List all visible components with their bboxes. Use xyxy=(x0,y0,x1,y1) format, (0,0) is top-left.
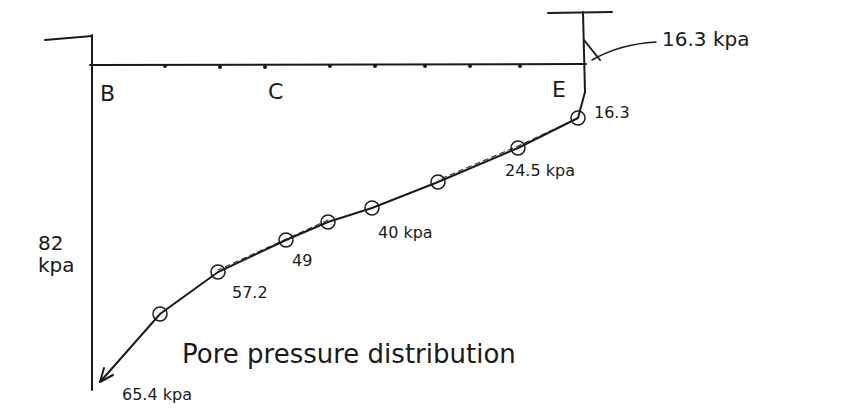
point-markers xyxy=(153,111,585,321)
point-marker xyxy=(279,233,293,247)
tick-dot xyxy=(218,65,222,69)
wall-tick xyxy=(45,36,92,40)
right-stem xyxy=(583,12,585,92)
tick-dot xyxy=(328,64,332,68)
point-letter: E xyxy=(552,78,566,102)
tick-dot xyxy=(423,64,427,68)
point-marker xyxy=(365,201,379,215)
point-marker xyxy=(153,307,167,321)
pressure-value: 57.2 xyxy=(232,284,268,302)
pressure-value: 16.3 xyxy=(594,104,630,122)
arrow-head xyxy=(100,368,113,382)
leader-line xyxy=(592,42,656,60)
vertical-wall xyxy=(91,35,93,390)
point-marker xyxy=(511,141,525,155)
water-level-bar xyxy=(548,12,612,13)
tick-dot xyxy=(468,64,472,68)
tick-dot xyxy=(163,64,167,68)
pressure-value: 82 kpa xyxy=(38,232,84,276)
pressure-value: 40 kpa xyxy=(378,224,433,242)
point-marker xyxy=(211,265,225,279)
pressure-value: 65.4 kpa xyxy=(122,386,192,404)
point-marker xyxy=(321,215,335,229)
point-letter: C xyxy=(268,80,283,104)
pressure-value: 49 xyxy=(292,252,312,270)
tick-marks xyxy=(163,64,522,69)
tick-dot xyxy=(518,64,522,68)
tick-dot xyxy=(263,65,267,69)
point-marker xyxy=(431,175,445,189)
point-marker xyxy=(571,111,585,125)
tick-dot xyxy=(373,64,377,68)
point-letter: B xyxy=(100,82,115,106)
sketch-caption: Pore pressure distribution xyxy=(182,340,516,369)
pressure-value: 24.5 kpa xyxy=(505,162,575,180)
pressure-value: 16.3 kpa xyxy=(662,28,749,50)
pore-pressure-curve xyxy=(100,92,585,382)
guide-line xyxy=(218,118,578,270)
